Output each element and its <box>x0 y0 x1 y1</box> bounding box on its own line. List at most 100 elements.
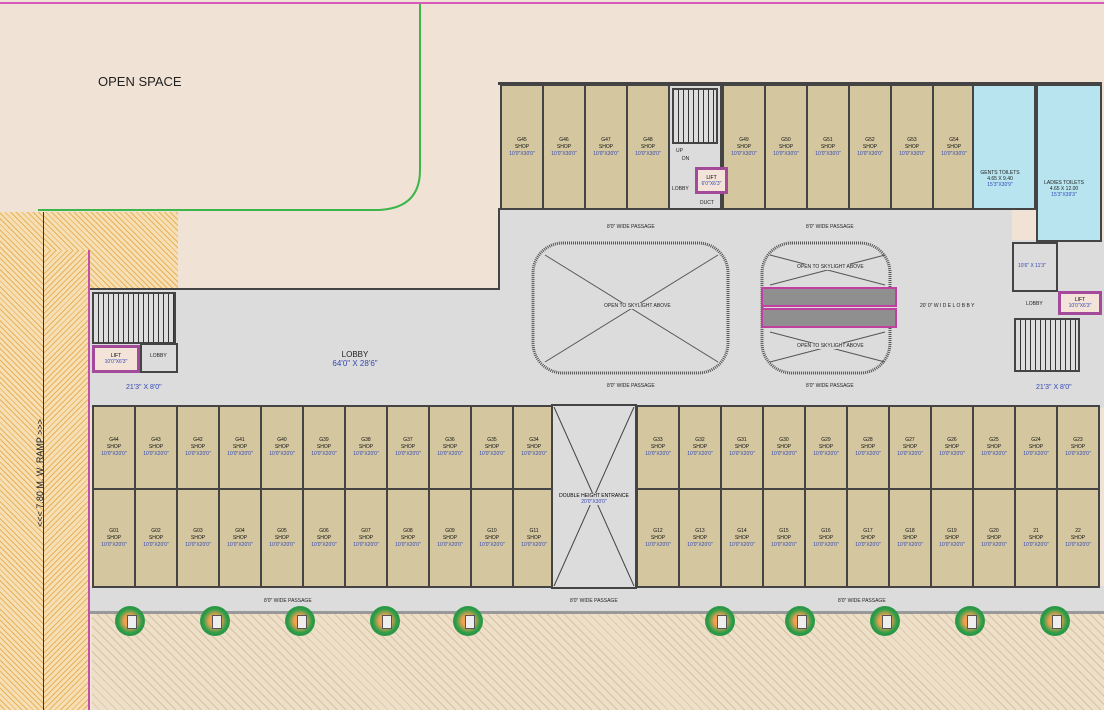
shop-dim: 10'0"X20'0" <box>729 451 755 457</box>
shop-id: G43 <box>151 437 161 443</box>
shop-dim: 10'0"X20'0" <box>395 541 421 548</box>
top-boundary <box>0 2 1104 4</box>
shop-dim: 10'0"X30'0" <box>509 150 535 157</box>
shop-id: G26 <box>947 437 957 443</box>
shop-dim: 10'0"X20'0" <box>521 541 547 548</box>
shop-type: SHOP <box>148 444 164 450</box>
shop-dim: 10'0"X20'0" <box>185 451 211 457</box>
shop-dim: 10'0"X20'0" <box>855 541 881 548</box>
shop-type: SHOP <box>650 534 666 541</box>
shop-type: SHOP <box>734 534 750 541</box>
shop-type: SHOP <box>232 444 248 450</box>
shop-type: SHOP <box>1028 444 1044 450</box>
shop-id: G44 <box>109 437 119 443</box>
passage-label: 8'0" WIDE PASSAGE <box>264 598 312 604</box>
shop-dim: 10'0"X20'0" <box>687 451 713 457</box>
shop-id: G38 <box>361 437 371 443</box>
shop-dim: 10'0"X20'0" <box>939 541 965 548</box>
shop-id: G01 <box>109 527 119 534</box>
shop-dim: 10'0"X20'0" <box>185 541 211 548</box>
shop-type: SHOP <box>736 143 752 150</box>
shop-dim: 10'0"X20'0" <box>353 451 379 457</box>
shop-type: SHOP <box>640 143 656 150</box>
shop-type: SHOP <box>860 444 876 450</box>
open-space-label: OPEN SPACE <box>98 74 182 89</box>
shop-dim: 10'0"X20'0" <box>939 451 965 457</box>
shop-type: SHOP <box>986 534 1002 541</box>
tree-planter-icon <box>285 606 315 636</box>
dn-label: DN <box>682 156 690 162</box>
tree-planter-icon <box>785 606 815 636</box>
shop-type: SHOP <box>316 444 332 450</box>
left-lobby-room <box>140 343 178 373</box>
shop-type: SHOP <box>316 534 332 541</box>
shop-id: G49 <box>739 136 749 143</box>
shop-type: SHOP <box>862 143 878 150</box>
lift-label: LIFT <box>706 174 717 181</box>
shop-id: G08 <box>403 527 413 534</box>
shop-dim: 10'0"X20'0" <box>813 451 839 457</box>
shop-type: SHOP <box>946 143 962 150</box>
shop-type: SHOP <box>776 534 792 541</box>
shop-type: SHOP <box>358 444 374 450</box>
shop-id: G05 <box>277 527 287 534</box>
shop-type: SHOP <box>776 444 792 450</box>
right-top-room-dim: 10'6" X 11'3" <box>1018 263 1046 269</box>
lobby-dim: 64'0" X 28'6" <box>332 359 378 368</box>
tree-planter-icon <box>955 606 985 636</box>
passage-label: 8'0" WIDE PASSAGE <box>806 224 854 230</box>
shop-type: SHOP <box>358 534 374 541</box>
shop-dim: 10'0"X20'0" <box>897 541 923 548</box>
shop-type: SHOP <box>598 143 614 150</box>
shop-id: G12 <box>653 527 663 534</box>
lobby-name: LOBBY <box>341 350 369 359</box>
lift-dim: 6'0"X6'3" <box>701 180 722 187</box>
shop-type: SHOP <box>902 534 918 541</box>
right-top-room <box>1012 242 1058 292</box>
shop-id: G30 <box>779 437 789 443</box>
ramp-left <box>0 212 44 710</box>
entrance-dim: 20'0"X30'0" <box>581 499 607 505</box>
shop-type: SHOP <box>400 534 416 541</box>
shop-type: SHOP <box>734 444 750 450</box>
shop-dim: 10'0"X30'0" <box>941 150 967 157</box>
ladies-dim: 15'3"X39'3" <box>1051 192 1077 198</box>
shop-id: G17 <box>863 527 873 534</box>
shop-id: G20 <box>989 527 999 534</box>
passage-label: 8'0" WIDE PASSAGE <box>806 383 854 389</box>
shop-id: G18 <box>905 527 915 534</box>
shop-type: SHOP <box>1028 534 1044 541</box>
shop-id: G45 <box>517 136 527 143</box>
shop-id: G10 <box>487 527 497 534</box>
